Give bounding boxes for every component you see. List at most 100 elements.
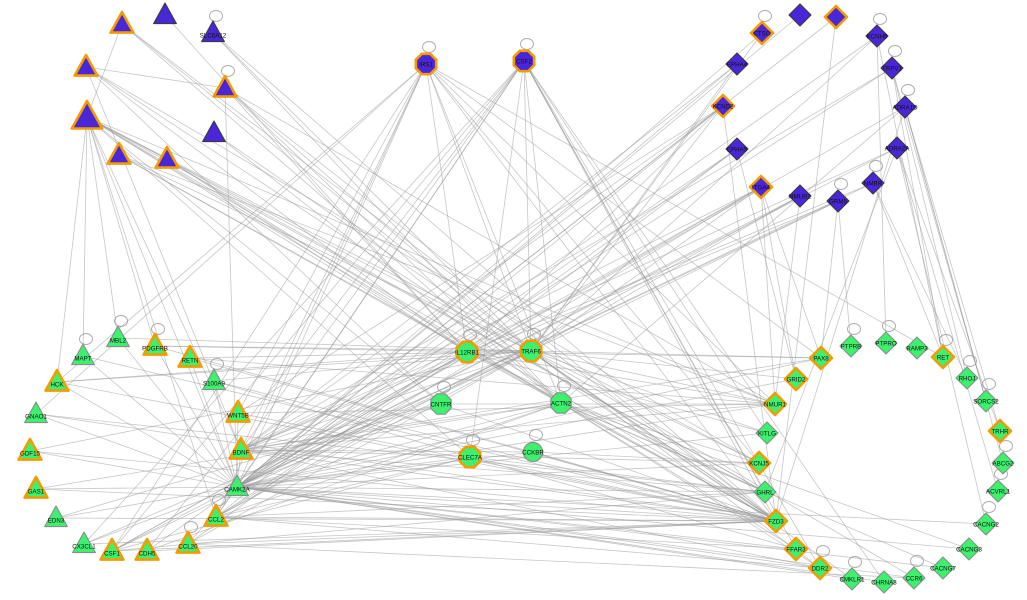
edge (215, 402, 562, 518)
edge (236, 63, 427, 488)
node-CX3CL1[interactable] (72, 531, 96, 554)
node-BDNF[interactable] (228, 436, 254, 460)
node-GRM5[interactable] (826, 189, 850, 213)
edge (560, 402, 777, 522)
edge (876, 35, 944, 358)
edge (213, 132, 562, 404)
node-NMUR1[interactable] (762, 391, 788, 417)
edge (56, 381, 238, 488)
node-CACNG2[interactable] (974, 512, 998, 536)
node-KCND2[interactable] (710, 93, 736, 119)
node-CCR6[interactable] (902, 566, 926, 590)
node-PT5[interactable] (212, 74, 238, 98)
node-MAPT[interactable] (71, 343, 95, 366)
node-PT1[interactable] (109, 10, 135, 34)
node-PAX8[interactable] (808, 345, 834, 371)
node-GHRL[interactable] (753, 480, 777, 504)
node-ABCG2[interactable] (991, 451, 1015, 475)
edge (532, 451, 777, 522)
node-CLEC7A[interactable] (458, 445, 482, 469)
self-loop (982, 378, 996, 390)
node-ADRA2A[interactable] (885, 136, 909, 160)
node-ITGA4[interactable] (748, 174, 774, 200)
self-loop (79, 333, 93, 345)
edge (523, 60, 562, 404)
node-FZD3[interactable] (763, 508, 789, 534)
edge (876, 35, 887, 344)
node-CHRNA3[interactable] (872, 570, 896, 594)
edge (236, 182, 874, 488)
node-PT6[interactable] (70, 99, 104, 130)
node-ACVRL1[interactable] (986, 479, 1010, 503)
node-KCNH5[interactable] (865, 24, 889, 48)
node-TRPV1[interactable] (880, 56, 904, 80)
node-GRID2[interactable] (783, 366, 809, 392)
node-KITLG[interactable] (755, 421, 779, 445)
node-SORCS2[interactable] (974, 389, 998, 413)
node-FFAR3[interactable] (783, 536, 809, 562)
edge (236, 35, 878, 488)
node-RET[interactable] (930, 344, 956, 370)
node-CNTFR[interactable] (430, 393, 452, 415)
node-CSF1[interactable] (99, 537, 125, 561)
node-PT7[interactable] (202, 120, 226, 143)
node-TRAF6[interactable] (519, 339, 543, 363)
node-IRS1[interactable] (414, 52, 438, 76)
node-CTSO[interactable] (749, 20, 775, 46)
node-GDF15[interactable] (17, 437, 43, 461)
edge (189, 357, 776, 405)
self-loop (114, 315, 128, 327)
node-ACTN2[interactable] (550, 392, 572, 414)
node-RAMP3[interactable] (905, 336, 929, 360)
self-loop (869, 160, 883, 172)
node-PD3[interactable] (823, 4, 849, 30)
node-ADRA1D[interactable] (893, 95, 917, 119)
node-NMBR[interactable] (861, 171, 885, 195)
edge (240, 449, 821, 569)
node-EPHA4[interactable] (725, 52, 749, 76)
node-RHOJ[interactable] (955, 366, 979, 390)
node-PTPRO[interactable] (874, 331, 898, 355)
node-PT2[interactable] (153, 2, 177, 25)
node-S100A9[interactable] (202, 368, 226, 391)
node-CAMK2A[interactable] (225, 474, 249, 497)
node-CCL2[interactable] (203, 503, 229, 527)
node-EDN3[interactable] (44, 505, 68, 528)
node-MBL2[interactable] (106, 325, 130, 348)
self-loop (212, 494, 226, 506)
edge (85, 66, 226, 89)
node-GNAO1[interactable] (24, 401, 48, 424)
node-CSF2[interactable] (512, 49, 536, 73)
node-PD2[interactable] (788, 3, 812, 27)
node-RETN[interactable] (177, 344, 203, 368)
node-HCK[interactable] (44, 368, 70, 392)
node-CACNG7[interactable] (931, 556, 955, 580)
node-IL12RB1[interactable] (455, 340, 479, 364)
edge (560, 402, 821, 569)
node-PT9[interactable] (154, 145, 180, 169)
node-PT8[interactable] (106, 141, 132, 165)
edge (425, 63, 532, 352)
node-WNT5B[interactable] (225, 399, 251, 423)
edge (872, 182, 968, 379)
node-CDH5[interactable] (134, 537, 160, 561)
node-TRHR[interactable] (987, 418, 1013, 444)
self-loop (963, 355, 977, 367)
edge (236, 486, 821, 569)
node-CCL20[interactable] (175, 530, 201, 554)
self-loop (816, 545, 830, 557)
node-PT4[interactable] (73, 53, 99, 77)
node-NMUR2[interactable] (788, 184, 812, 208)
node-CMKLR1[interactable] (840, 567, 864, 591)
node-PTPRB[interactable] (839, 334, 863, 358)
node-KCNJ5[interactable] (746, 450, 772, 476)
node-EPHA5[interactable] (725, 137, 749, 161)
node-GAS1[interactable] (23, 475, 49, 499)
node-CACNG3[interactable] (957, 537, 981, 561)
node-CCKBR[interactable] (522, 441, 544, 463)
node-DDR2[interactable] (807, 555, 833, 581)
node-SLC6A12[interactable] (201, 20, 225, 43)
edge (236, 357, 822, 488)
node-PDGFRB[interactable] (142, 332, 168, 356)
